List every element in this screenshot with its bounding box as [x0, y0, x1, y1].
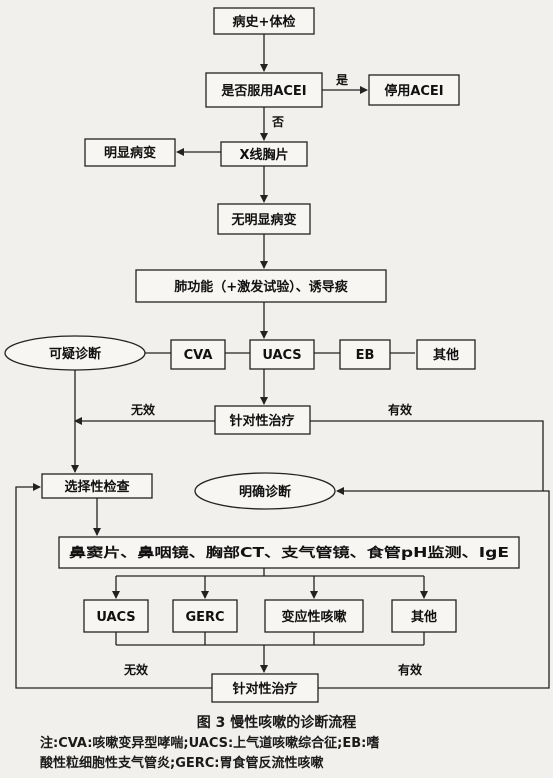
node-variant-cough: 变应性咳嗽: [264, 599, 364, 633]
node-xray: X线胸片: [220, 141, 308, 167]
note-line-1: 注:CVA:咳嗽变异型哮喘;UACS:上气道咳嗽综合征;EB:嗜: [40, 736, 380, 751]
node-confirmed-diagnosis: 明确诊断: [194, 472, 336, 510]
node-uacs-1: UACS: [249, 339, 315, 370]
node-xray-label: X线胸片: [239, 147, 288, 163]
node-suspected-diagnosis: 可疑诊断: [4, 335, 146, 371]
node-acei-question: 是否服用ACEI: [205, 72, 323, 108]
node-history: 病史+体检: [213, 7, 315, 35]
figure-note: 注:CVA:咳嗽变异型哮喘;UACS:上气道咳嗽综合征;EB:嗜 酸性粒细胞性支…: [40, 734, 540, 774]
node-variant-cough-label: 变应性咳嗽: [281, 609, 346, 625]
node-suspected-diagnosis-label: 可疑诊断: [49, 346, 101, 362]
node-uacs-1-label: UACS: [262, 348, 301, 363]
node-stop-acei: 停用ACEI: [368, 74, 460, 106]
node-targeted-treatment-2-label: 针对性治疗: [231, 681, 297, 697]
node-uacs-2: UACS: [83, 599, 149, 633]
node-gerc-label: GERC: [185, 610, 224, 625]
node-cva: CVA: [170, 339, 226, 370]
node-obvious-lesion: 明显病变: [84, 138, 176, 167]
node-cva-label: CVA: [184, 348, 213, 363]
flowchart: 是 否 无效 有效 无效 有效 病史+体检 是否服用ACEI 停用ACEI X线…: [4, 7, 550, 703]
node-eb-label: EB: [356, 348, 375, 363]
node-obvious-lesion-label: 明显病变: [104, 145, 156, 161]
node-targeted-treatment-1-label: 针对性治疗: [228, 413, 294, 429]
node-targeted-treatment-1: 针对性治疗: [214, 405, 311, 435]
figure-caption: 图 3 慢性咳嗽的诊断流程: [196, 715, 357, 731]
label-ineffective-1: 无效: [130, 402, 156, 417]
node-gerc: GERC: [172, 599, 238, 633]
label-ineffective-2: 无效: [123, 662, 149, 677]
edge-treat2-effective: [318, 490, 550, 689]
node-selective-exam: 选择性检查: [41, 473, 153, 499]
label-effective-1: 有效: [388, 402, 413, 417]
node-confirmed-diagnosis-label: 明确诊断: [239, 484, 291, 500]
edge-treat1-effective: [310, 420, 544, 495]
node-no-obvious-lesion-label: 无明显病变: [230, 212, 296, 228]
label-effective-2: 有效: [398, 662, 423, 677]
node-other-2-label: 其他: [411, 609, 437, 625]
node-lung-function-label: 肺功能（+激发试验）、诱导痰: [174, 279, 348, 295]
node-eb: EB: [339, 339, 391, 370]
node-other-1-label: 其他: [433, 347, 459, 363]
node-other-1: 其他: [416, 339, 476, 370]
node-stop-acei-label: 停用ACEI: [384, 83, 443, 99]
label-yes: 是: [335, 73, 349, 87]
node-exams-label: 鼻窦片、鼻咽镜、胸部CT、支气管镜、食管pH监测、IgE: [69, 545, 509, 561]
edge-treat2-ineffective: [15, 483, 212, 689]
node-acei-question-label: 是否服用ACEI: [220, 84, 306, 99]
node-other-2: 其他: [391, 599, 457, 633]
note-line-2: 酸性粒细胞性支气管炎;GERC:胃食管反流性咳嗽: [40, 756, 324, 771]
node-exams: 鼻窦片、鼻咽镜、胸部CT、支气管镜、食管pH监测、IgE: [58, 536, 520, 569]
node-history-label: 病史+体检: [233, 14, 296, 30]
node-selective-exam-label: 选择性检查: [64, 479, 130, 495]
connectors: [15, 34, 550, 689]
node-no-obvious-lesion: 无明显病变: [217, 203, 311, 235]
node-lung-function: 肺功能（+激发试验）、诱导痰: [135, 269, 387, 303]
node-uacs-2-label: UACS: [96, 610, 135, 625]
node-targeted-treatment-2: 针对性治疗: [211, 673, 319, 703]
label-no: 否: [271, 115, 284, 129]
